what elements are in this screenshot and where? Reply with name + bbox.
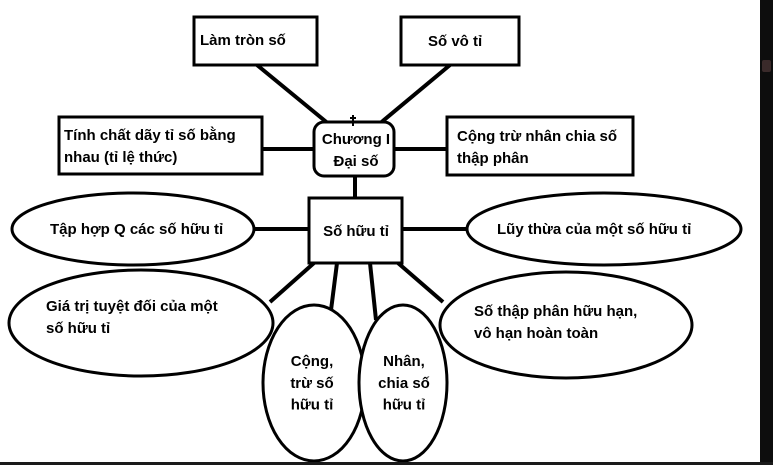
connector-rounding: [255, 63, 332, 127]
label-abs-value-line: số hữu tỉ: [46, 320, 110, 337]
label-mul-div-line: chia số: [378, 375, 430, 392]
label-abs-value: Giá trị tuyệt đối của một số hữu tỉ: [46, 298, 218, 337]
node-mul-div-ellipse: [357, 303, 449, 463]
label-abs-value-line: Giá trị tuyệt đối của một: [46, 298, 218, 315]
label-center: Chương I Đại số: [322, 131, 390, 170]
connector-abs-value: [268, 261, 316, 304]
screen-edge: [760, 0, 773, 465]
node-decimals-ellipse: [438, 270, 694, 380]
label-irrational-line: Số vô tỉ: [428, 33, 482, 50]
node-power-ellipse: [465, 191, 743, 267]
label-center-line: Đại số: [333, 153, 378, 170]
edge-glow: [762, 60, 771, 72]
label-ratio-props-line: nhau (tỉ lệ thức): [64, 149, 177, 166]
label-decimals: Số thập phân hữu hạn, vô hạn hoàn toàn: [474, 303, 637, 342]
node-ratio-props-box: [57, 115, 264, 176]
label-hub: Số hữu tỉ: [323, 223, 389, 240]
node-set-q-ellipse: [10, 191, 256, 267]
node-hub-box: [307, 196, 404, 265]
label-mul-div-line: hữu tỉ: [383, 397, 426, 414]
label-mul-div: Nhân, chia số hữu tỉ: [378, 353, 430, 414]
label-decimal-ops: Cộng trừ nhân chia số thập phân: [457, 128, 617, 167]
connector-irrational: [376, 63, 452, 127]
connector-decimals: [396, 261, 445, 304]
node-decimal-ops-box: [445, 115, 635, 177]
label-ratio-props: Tính chất dãy tỉ số bằng nhau (tỉ lệ thức…: [64, 126, 236, 166]
label-add-sub-line: Cộng,: [291, 353, 334, 370]
label-set-q-line: Tập hợp Q các số hữu tỉ: [50, 221, 223, 238]
node-abs-value-ellipse: [7, 268, 275, 378]
label-decimal-ops-line: Cộng trừ nhân chia số: [457, 128, 617, 145]
label-add-sub-line: hữu tỉ: [291, 397, 334, 414]
label-rounding: Làm tròn số: [200, 32, 286, 49]
connector-mul-div: [368, 262, 378, 321]
label-rounding-line: Làm tròn số: [200, 32, 286, 49]
label-center-line: Chương I: [322, 131, 390, 148]
connectors: [253, 63, 467, 321]
node-irrational-box: [399, 15, 521, 67]
label-hub-line: Số hữu tỉ: [323, 223, 389, 240]
pen-mark: [350, 115, 356, 126]
node-rounding-box: [192, 15, 319, 67]
node-labels: Làm tròn số Số vô tỉ Tính chất dãy tỉ số…: [46, 32, 691, 414]
label-power-line: Lũy thừa của một số hữu tỉ: [497, 221, 691, 238]
label-decimals-line: vô hạn hoàn toàn: [474, 325, 598, 342]
label-set-q: Tập hợp Q các số hữu tỉ: [50, 221, 223, 238]
label-irrational: Số vô tỉ: [428, 33, 482, 50]
label-add-sub: Cộng, trừ số hữu tỉ: [290, 353, 333, 414]
topic-nodes: [7, 15, 743, 463]
label-decimal-ops-line: thập phân: [457, 150, 529, 167]
label-decimals-line: Số thập phân hữu hạn,: [474, 303, 637, 320]
label-ratio-props-line: Tính chất dãy tỉ số bằng: [64, 126, 236, 144]
label-mul-div-line: Nhân,: [383, 353, 425, 370]
screen-bottom-edge: [0, 462, 773, 465]
label-add-sub-line: trừ số: [290, 375, 333, 392]
label-power: Lũy thừa của một số hữu tỉ: [497, 221, 691, 238]
